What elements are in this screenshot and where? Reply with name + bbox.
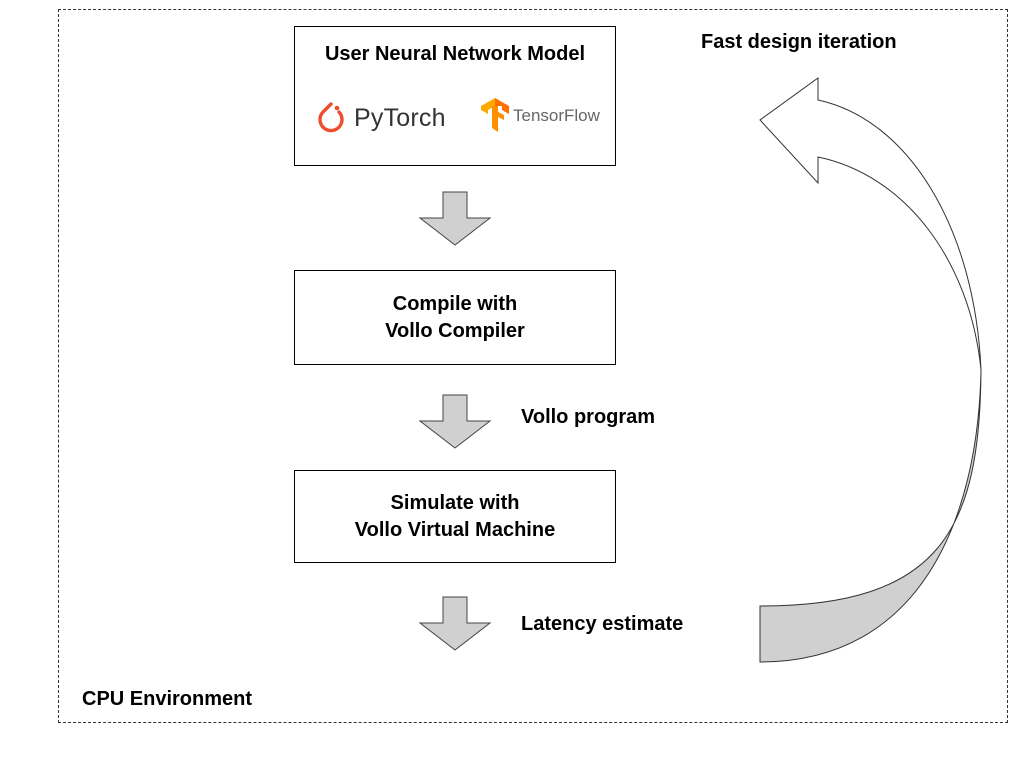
pytorch-logo-text: PyTorch bbox=[354, 103, 446, 132]
compile-box: Compile with Vollo Compiler bbox=[294, 270, 616, 365]
cpu-environment-frame bbox=[58, 9, 1008, 723]
vollo-program-label: Vollo program bbox=[521, 406, 656, 428]
user-model-title: User Neural Network Model bbox=[324, 43, 586, 65]
user-model-box: User Neural Network Model PyTorch Tensor… bbox=[294, 26, 616, 166]
compile-line-2: Vollo Compiler bbox=[385, 319, 525, 342]
tensorflow-logo: TensorFlow bbox=[479, 98, 600, 132]
framework-logos: PyTorch TensorFlow bbox=[295, 78, 615, 158]
curved-feedback-arrow-icon bbox=[759, 369, 982, 663]
simulate-box: Simulate with Vollo Virtual Machine bbox=[294, 470, 616, 563]
compile-line-1: Compile with bbox=[392, 292, 518, 315]
fast-design-iteration-label: Fast design iteration bbox=[701, 31, 897, 53]
down-arrow-icon bbox=[418, 394, 492, 449]
down-arrow-icon bbox=[418, 191, 492, 246]
latency-estimate-label: Latency estimate bbox=[521, 613, 684, 635]
simulate-line-2: Vollo Virtual Machine bbox=[354, 518, 556, 541]
curved-feedback-arrow-head bbox=[759, 77, 982, 371]
pytorch-logo: PyTorch bbox=[313, 98, 446, 138]
down-arrow-icon bbox=[418, 596, 492, 651]
pytorch-logo-icon bbox=[318, 102, 344, 133]
tensorflow-logo-text: TensorFlow bbox=[513, 105, 600, 125]
cpu-environment-label: CPU Environment bbox=[82, 688, 253, 710]
tensorflow-logo-icon bbox=[481, 98, 509, 132]
simulate-line-1: Simulate with bbox=[390, 491, 520, 514]
